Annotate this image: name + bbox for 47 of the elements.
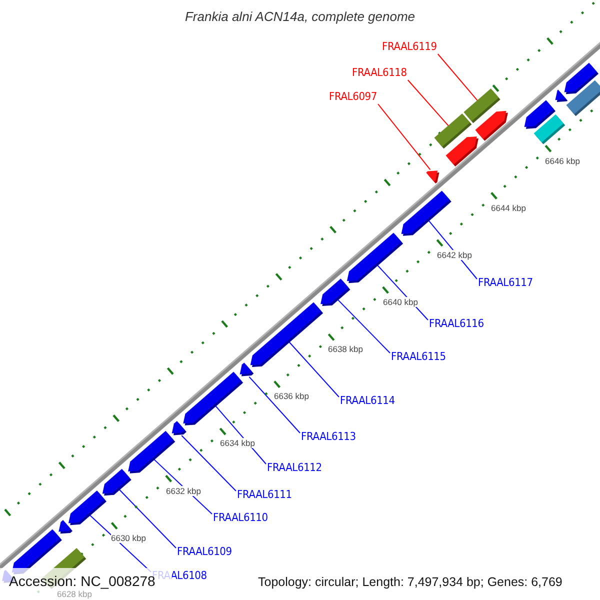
gene-block <box>534 114 566 144</box>
leader-line <box>337 299 390 354</box>
gene-feature <box>172 421 186 436</box>
scale-label: 6636 kbp <box>274 391 309 401</box>
gene-label: FRAAL6112 <box>267 461 322 474</box>
gene-feature <box>128 430 176 474</box>
leader-line <box>437 54 478 102</box>
gene-feature <box>68 490 106 526</box>
leader-line <box>118 489 176 548</box>
scale-label: 6640 kbp <box>383 297 418 307</box>
diagram-title: Frankia alni ACN14a, complete genome <box>184 8 416 25</box>
gene-label: FRAAL6117 <box>478 276 533 289</box>
leader-line <box>407 80 450 126</box>
gene-feature <box>401 190 452 236</box>
gene-feature <box>183 372 244 426</box>
gene-feature <box>426 170 440 184</box>
gene-feature <box>446 136 478 166</box>
gene-feature <box>240 362 254 376</box>
gene-feature <box>102 468 132 496</box>
scale-label: 6630 kbp <box>111 533 146 543</box>
scale-label: 6638 kbp <box>328 344 363 354</box>
gene-label: FRAAL6111 <box>237 488 292 501</box>
scale-label: 6642 kbp <box>437 250 472 260</box>
scale-label: 6646 kbp <box>545 156 580 166</box>
leader-line <box>181 435 236 492</box>
gene-label: FRAL6097 <box>329 90 377 103</box>
genome-info-label: Topology: circular; Length: 7,497,934 bp; Genes: 6,769 <box>258 574 562 590</box>
scale-label: 6634 kbp <box>220 438 255 448</box>
gene-label: FRAAL6119 <box>382 40 437 53</box>
gene-label: FRAAL6116 <box>429 317 484 330</box>
gene-label: FRAAL6115 <box>391 350 446 363</box>
gene-label: FRAAL6118 <box>352 66 407 79</box>
gene-feature <box>475 110 508 141</box>
scale-label: 6632 kbp <box>166 486 201 496</box>
gene-label: FRAAL6109 <box>177 545 232 558</box>
gene-feature <box>346 232 404 284</box>
leader-line <box>288 342 340 398</box>
leader-line <box>377 104 431 170</box>
gene-feature <box>564 62 599 94</box>
gene-label: FRAAL6110 <box>213 511 268 524</box>
gene-feature <box>320 278 350 306</box>
gene-label: FRAAL6113 <box>301 430 356 443</box>
leader-line <box>248 376 300 434</box>
gene-feature <box>250 302 324 368</box>
gene-label: FRAAL6114 <box>340 394 395 407</box>
scale-label: 6628 kbp <box>57 589 92 599</box>
scale-label: 6644 kbp <box>491 203 526 213</box>
